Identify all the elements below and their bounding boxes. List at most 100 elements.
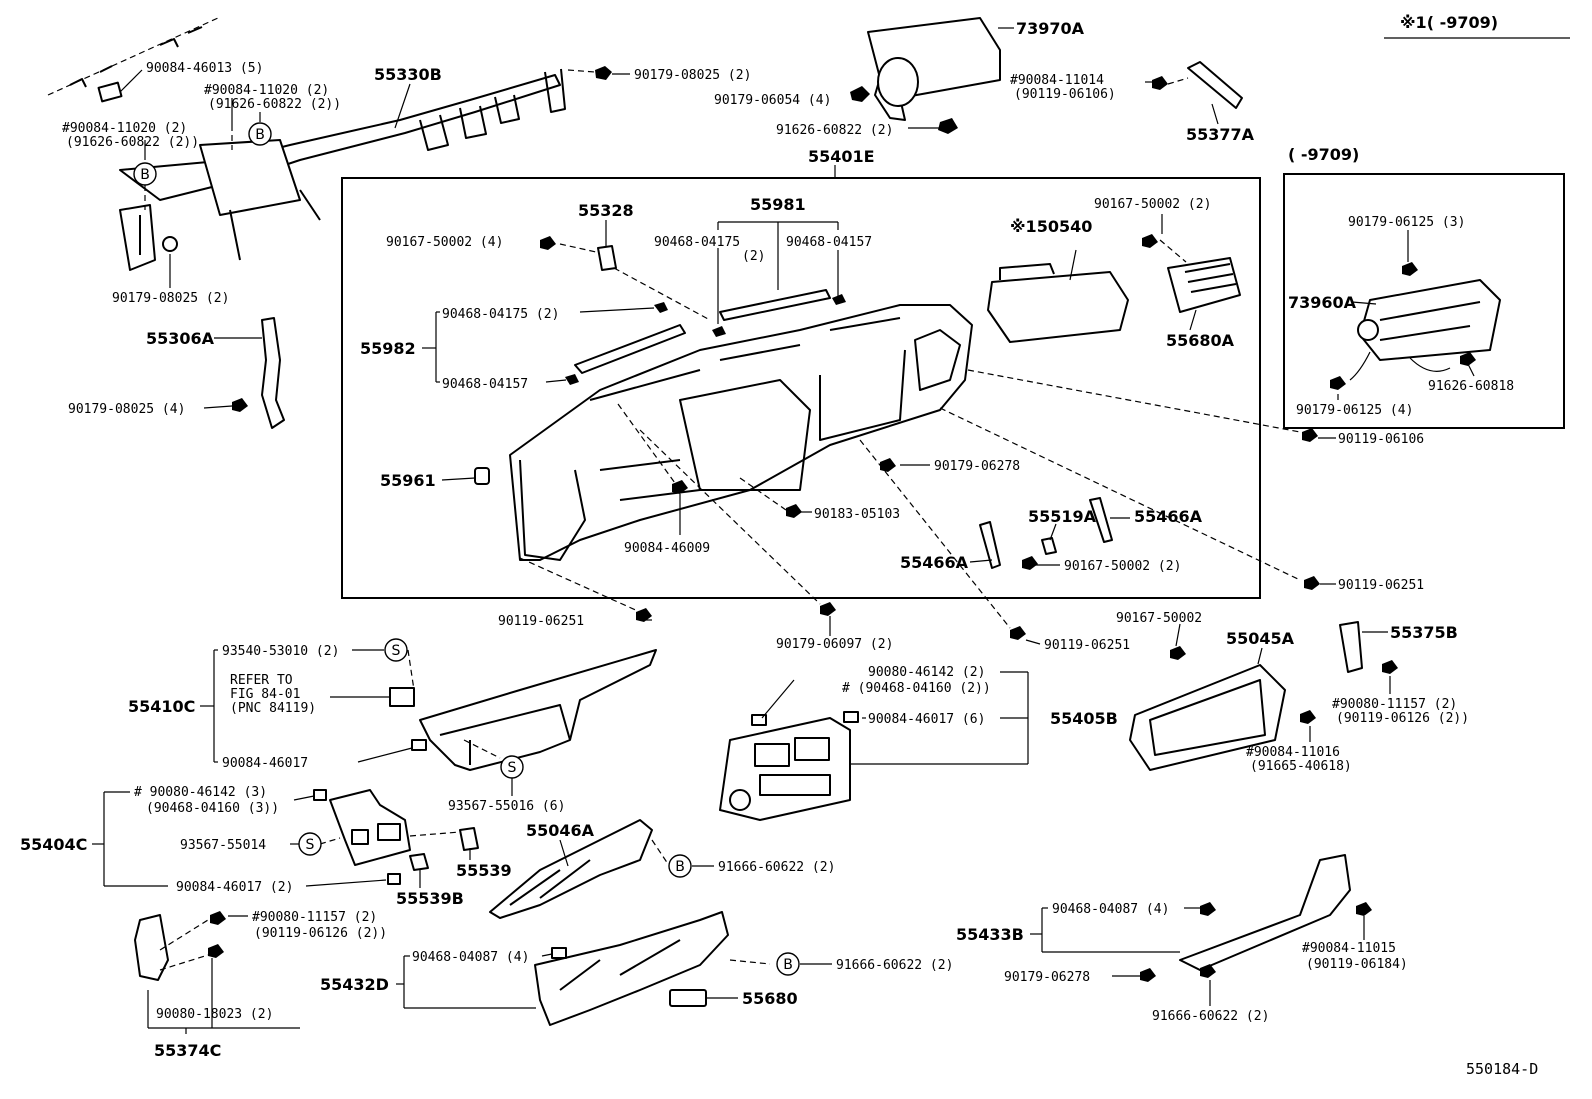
label-91666-60622-b: 91666-60622 (2) <box>836 958 953 973</box>
label-73960A: 73960A <box>1288 293 1357 312</box>
label-91626-60822-a: (91626-60822 (2)) <box>208 97 341 112</box>
label-55466A-a: 55466A <box>1134 507 1203 526</box>
label-55539B: 55539B <box>396 889 464 908</box>
bracket-55328 <box>540 236 617 271</box>
label-90179-06097: 90179-06097 (2) <box>776 637 893 652</box>
svg-text:S: S <box>306 837 315 853</box>
label-90119-06251-b: 90119-06251 <box>498 614 584 629</box>
main-assembly-frame <box>341 177 1261 599</box>
label-93540-53010: 93540-53010 (2) <box>222 644 339 659</box>
marker-b-55432D: B <box>776 952 800 976</box>
svg-text:B: B <box>675 859 685 875</box>
label-90468-04175-a: 90468-04175 <box>654 235 740 250</box>
label-90179-06054: 90179-06054 (4) <box>714 93 831 108</box>
label-90084-46017-c: 90084-46017 (2) <box>176 880 293 895</box>
label-90179-08025-b: 90179-08025 (2) <box>112 291 229 306</box>
label-90080-11157-b: #90080-11157 (2) <box>252 910 377 925</box>
marker-s-bezel: S <box>298 832 322 856</box>
label-55330B: 55330B <box>374 65 442 84</box>
label-93567-55016: 93567-55016 (6) <box>448 799 565 814</box>
svg-text:B: B <box>255 127 265 143</box>
label-90084-11020-b: #90084-11020 (2) <box>62 121 187 136</box>
label-90084-46017-b: 90084-46017 (6) <box>868 712 985 727</box>
label-91666-60622-a: 91666-60622 (2) <box>718 860 835 875</box>
label-90119-06251-c: 90119-06251 <box>1044 638 1130 653</box>
label-90084-11015: #90084-11015 <box>1302 941 1396 956</box>
label-90119-06106-a: (90119-06106) <box>1014 87 1116 102</box>
label-90468-04157-b: 90468-04157 <box>442 377 528 392</box>
label-90119-06251-a: 90119-06251 <box>1338 578 1424 593</box>
label-pnc-84119: (PNC 84119) <box>230 701 316 716</box>
label-55680A: 55680A <box>1166 331 1235 350</box>
label-90167-50002-c: 90167-50002 (2) <box>1064 559 1181 574</box>
label-93567-55014: 93567-55014 <box>180 838 266 853</box>
label-fig-84-01: FIG 84-01 <box>230 687 300 702</box>
airbag-73960A <box>1330 262 1501 390</box>
label-90084-46013: 90084-46013 (5) <box>146 61 263 76</box>
label-90468-04087-a: 90468-04087 (4) <box>412 950 529 965</box>
label-91626-60818: 91626-60818 <box>1428 379 1514 394</box>
label-90167-50002-d: 90167-50002 <box>1116 611 1202 626</box>
label-90119-06126-b: (90119-06126 (2)) <box>254 926 387 941</box>
label-55401E: 55401E <box>808 147 875 166</box>
label-91665-40618: (91665-40618) <box>1250 759 1352 774</box>
label-90080-11157-a: #90080-11157 (2) <box>1332 697 1457 712</box>
label-90468-04160-a: # (90468-04160 (2)) <box>842 681 991 696</box>
label-55328: 55328 <box>578 201 634 220</box>
label-90179-08025-a: 90179-08025 (2) <box>634 68 751 83</box>
label-90080-46142-b: # 90080-46142 (3) <box>134 785 267 800</box>
label-90080-46142-a: 90080-46142 (2) <box>868 665 985 680</box>
label-90119-06106-b: 90119-06106 <box>1338 432 1424 447</box>
label-55377A: 55377A <box>1186 125 1255 144</box>
label-55405B: 55405B <box>1050 709 1118 728</box>
vent-55377A <box>1152 61 1243 109</box>
label-90468-04175-b: 90468-04175 (2) <box>442 307 559 322</box>
lower-panel-55046A <box>489 819 653 919</box>
label-91626-60822-b: (91626-60822 (2)) <box>66 135 199 150</box>
label-55519A: 55519A <box>1028 507 1097 526</box>
glovebox-frame-55045A <box>1129 646 1316 771</box>
label-55433B: 55433B <box>956 925 1024 944</box>
label-55961: 55961 <box>380 471 436 490</box>
lower-cover-55433B <box>1140 854 1372 982</box>
svg-text:S: S <box>508 760 517 776</box>
label-90119-06184: (90119-06184) <box>1306 957 1408 972</box>
svg-text:B: B <box>140 167 150 183</box>
label-90167-50002-a: 90167-50002 (4) <box>386 235 503 250</box>
label-55981: 55981 <box>750 195 806 214</box>
label-91626-60822-c: 91626-60822 (2) <box>776 123 893 138</box>
header-note: ※1( -9709) <box>1400 13 1498 32</box>
label-55410C: 55410C <box>128 697 195 716</box>
marker-s-finish: S <box>500 755 524 779</box>
dashed-leaders <box>519 69 1301 629</box>
leader-lines <box>92 27 1475 1034</box>
label-55982: 55982 <box>360 339 416 358</box>
lower-cover-55432D <box>534 911 729 1026</box>
label-150540: ※150540 <box>1010 217 1092 236</box>
vent-55680A <box>1142 234 1241 313</box>
label-55404C: 55404C <box>20 835 87 854</box>
svg-text:B: B <box>783 957 793 973</box>
marker-b-top: B <box>248 122 272 146</box>
label-55466A-b: 55466A <box>900 553 969 572</box>
marker-s-cluster: S <box>384 638 408 662</box>
label-90084-11014: #90084-11014 <box>1010 73 1104 88</box>
label-90084-11016: #90084-11016 <box>1246 745 1340 760</box>
label-55539: 55539 <box>456 861 512 880</box>
part-labels: 90084-46013 (5) #90084-11020 (2) (91626-… <box>20 19 1514 1060</box>
reference-markers: B B S S S B B <box>133 122 800 976</box>
label-90119-06126-a: (90119-06126 (2)) <box>1336 711 1469 726</box>
label-90080-18023: 90080-18023 (2) <box>156 1007 273 1022</box>
label-55680: 55680 <box>742 989 798 1008</box>
brace-55466A <box>979 497 1113 569</box>
label-91666-60622-c: 91666-60622 (2) <box>1152 1009 1269 1024</box>
garnish-55982 <box>565 302 686 385</box>
label-qty-2: (2) <box>742 249 765 264</box>
clip-55961 <box>474 467 490 485</box>
bracket-55375B <box>1339 621 1398 674</box>
center-panel-55405B <box>719 711 859 821</box>
label-refer-to: REFER TO <box>230 673 293 688</box>
label-90179-06125-b: 90179-06125 (4) <box>1296 403 1413 418</box>
label-55045A: 55045A <box>1226 629 1295 648</box>
